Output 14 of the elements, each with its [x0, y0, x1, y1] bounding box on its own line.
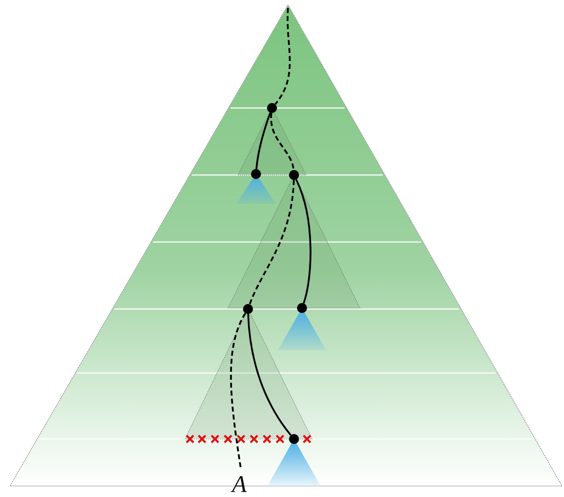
dashed-path — [270, 112, 294, 170]
path-line — [247, 314, 292, 436]
node-dot — [243, 304, 253, 314]
dashed-path — [248, 180, 295, 305]
node-dot — [289, 434, 299, 444]
dashed-path — [230, 312, 246, 470]
node-dot — [297, 303, 307, 313]
node-label: A — [232, 473, 247, 497]
dashed-path — [274, 8, 291, 105]
path-line — [256, 112, 272, 170]
node-dot — [267, 103, 277, 113]
node-dot — [289, 170, 299, 180]
node-dot — [251, 169, 261, 179]
path-line — [295, 179, 312, 304]
